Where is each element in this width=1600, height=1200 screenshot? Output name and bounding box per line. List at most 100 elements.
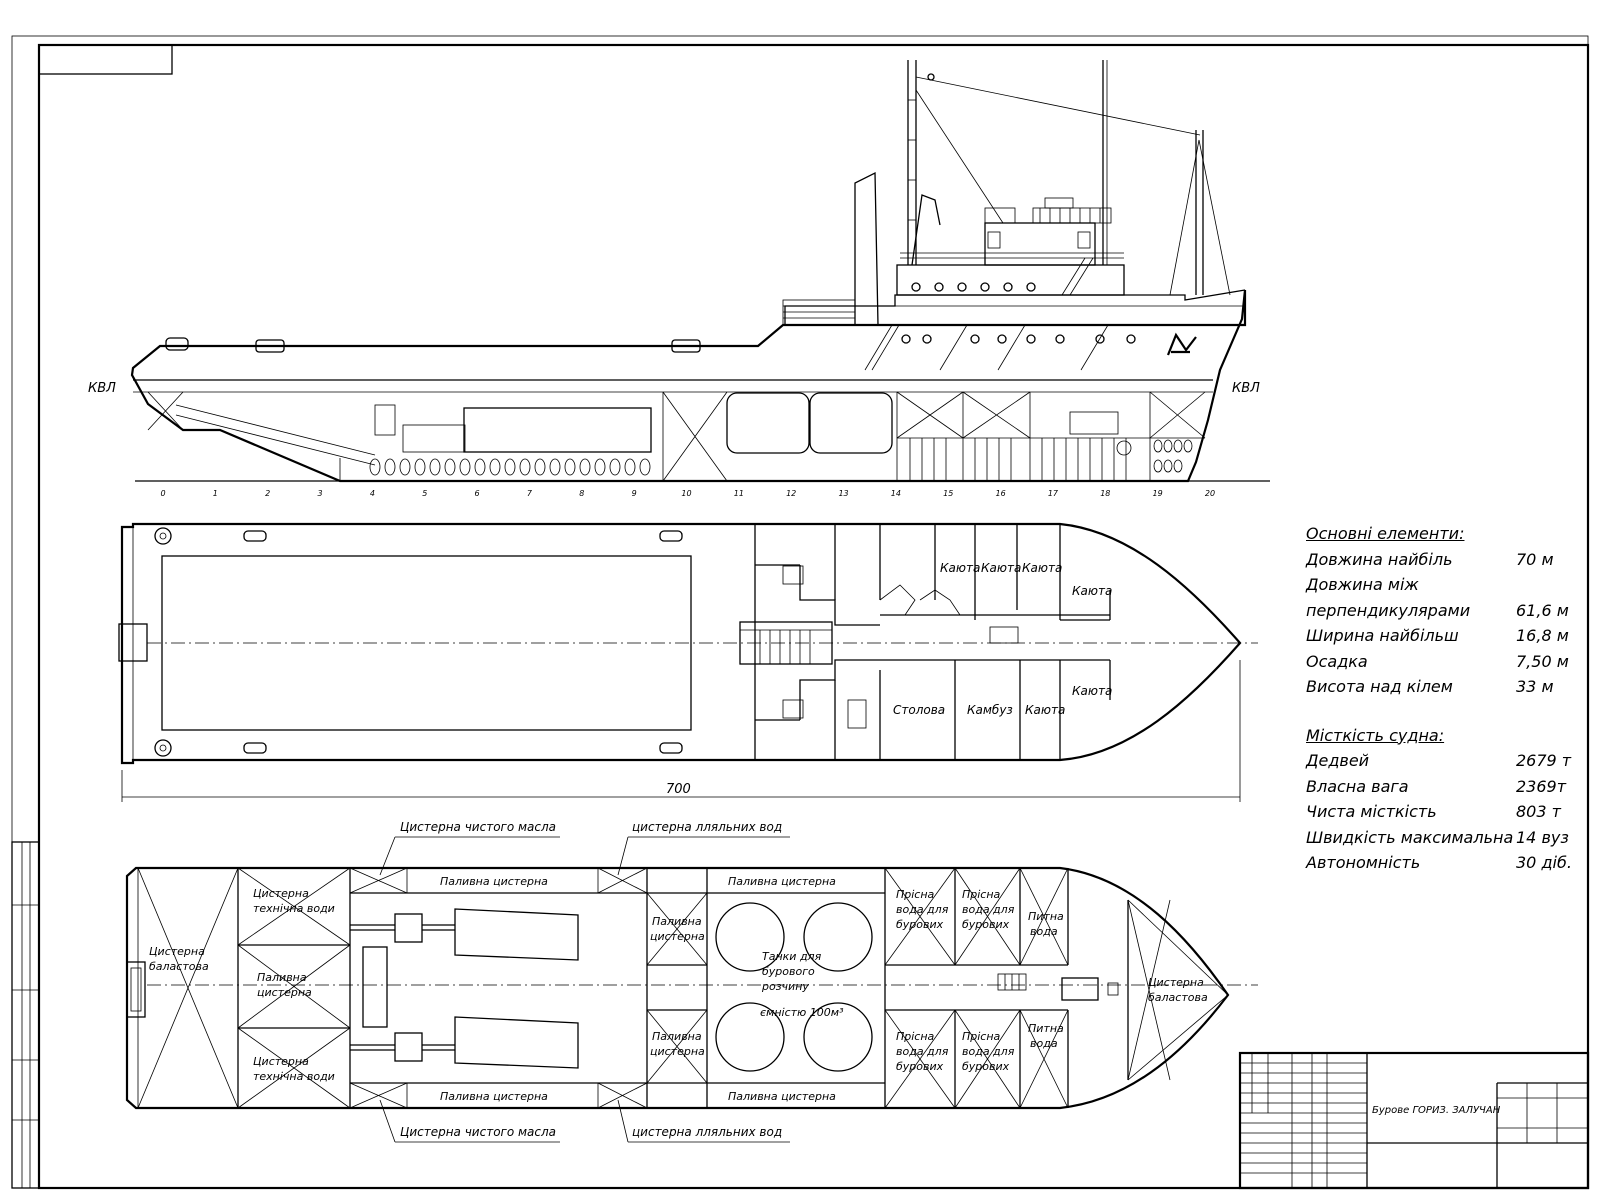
room-kauta-6: Каюта: [1025, 703, 1065, 717]
spec-value: [1516, 572, 1586, 598]
fuel-mid-label-1: Паливна: [257, 971, 307, 984]
fresh-drill-top-a-label-2: вода для: [896, 903, 949, 916]
waterline-label-right: КВЛ: [1232, 381, 1260, 396]
spec-value: 2369т: [1516, 776, 1567, 796]
spec-label: Довжина між: [1306, 575, 1419, 594]
spec-value: 70 м: [1516, 549, 1554, 569]
room-kauta-1: Каюта: [940, 561, 980, 575]
spec-value: 2679 т: [1516, 751, 1572, 770]
spec-label: Висота над кілем: [1306, 677, 1453, 696]
ballast-bow-label-2: баластова: [1148, 991, 1208, 1004]
fresh-drill-bot-a-label-1: Прісна: [896, 1030, 935, 1043]
fresh-drill-bot-b-label-2: вода для: [962, 1045, 1015, 1058]
frame-number: 14: [891, 489, 901, 498]
spec-value: 30 діб.: [1516, 853, 1572, 872]
portholes: [901, 282, 1136, 344]
drink-water-bot-label-1: Питна: [1028, 1022, 1064, 1035]
fuel-small-top-label-2: цистерна: [650, 930, 705, 943]
fuel-small-bot-label-2: цистерна: [650, 1045, 705, 1058]
drill-mud-tanks-label-2: бурового: [762, 965, 815, 978]
drink-water-bot-label-2: вода: [1030, 1037, 1058, 1050]
fresh-drill-top-a-label-3: бурових: [896, 918, 944, 931]
fuel-tank-top-1-label: Паливна цистерна: [440, 875, 548, 888]
fuel-tank-bot-1-label: Паливна цистерна: [440, 1090, 548, 1103]
clean-oil-tank-bottom-label: Цистерна чистого масла: [400, 1125, 556, 1139]
spec-value: 803 т: [1516, 802, 1561, 821]
tank-plan-view: Цистерна чистого масла цистерна лляльних…: [125, 820, 1258, 1143]
waste-water-tank-bottom-label: цистерна лляльних вод: [632, 1125, 782, 1139]
spec-label: Ширина найбільш: [1306, 626, 1459, 645]
accommodation-block: [739, 524, 1111, 760]
frame-number: 9: [632, 489, 637, 498]
fresh-drill-bot-b-label-3: бурових: [962, 1060, 1010, 1073]
fuel-small-bot-label-1: Паливна: [652, 1030, 702, 1043]
bottom-tank-cells: [369, 439, 1193, 476]
frame-number: 6: [475, 489, 480, 498]
spec-value: 33 м: [1516, 677, 1554, 696]
tech-water-bot-label-2: технічна води: [253, 1070, 335, 1083]
fresh-drill-bot-a-label-2: вода для: [896, 1045, 949, 1058]
spec-row: Висота над кілем 33 м: [1306, 674, 1586, 700]
spec-label: Швидкість максимальна: [1306, 827, 1514, 847]
tank-hatch-diagonals: [137, 867, 1229, 1109]
frame-number: 17: [1048, 489, 1059, 498]
tech-water-top-label-1: Цистерна: [253, 887, 309, 900]
spec-label: Власна вага: [1306, 776, 1409, 796]
bulkheads-side: [147, 391, 1206, 482]
room-kauta-5: Каюта: [1072, 684, 1112, 698]
tech-water-bot-label-1: Цистерна: [253, 1055, 309, 1068]
fresh-drill-top-a-label-1: Прісна: [896, 888, 935, 901]
frame-number: 19: [1153, 489, 1163, 498]
frame-number: 18: [1100, 489, 1110, 498]
frame-number: 16: [996, 489, 1006, 498]
frame-number: 15: [943, 489, 953, 498]
spec-value: 16,8 м: [1516, 626, 1569, 645]
drill-mud-tanks-label-3: розчину: [761, 980, 809, 993]
fresh-drill-top-b-label-2: вода для: [962, 903, 1015, 916]
clean-oil-tank-top-label: Цистерна чистого масла: [400, 820, 556, 834]
frame-number: 11: [734, 489, 744, 498]
spec-label: Автономність: [1306, 853, 1421, 872]
drill-mud-tanks-label-1: Танки для: [762, 950, 822, 963]
fresh-drill-bot-b-label-1: Прісна: [962, 1030, 1001, 1043]
spec-row: Чиста місткість 803 т: [1306, 799, 1586, 825]
frame-number: 12: [786, 489, 796, 498]
fuel-tank-top-2-label: Паливна цистерна: [728, 875, 836, 888]
deck-winches: [165, 337, 701, 353]
fuel-mid-label-2: цистерна: [257, 986, 312, 999]
spec-label: Чиста місткість: [1306, 802, 1437, 821]
drawing-frame: [11, 35, 1590, 1190]
spec-label: перпендикулярами: [1306, 600, 1471, 620]
frame-number: 13: [838, 489, 848, 498]
frame-number: 20: [1205, 489, 1215, 498]
spec-row: Довжина між: [1306, 572, 1586, 598]
drill-mud-tanks-label-4: ємністю 100м³: [760, 1006, 844, 1019]
waste-water-tank-top-label: цистерна лляльних вод: [632, 820, 782, 834]
frame-number: 10: [681, 489, 691, 498]
ballast-bow-label-1: Цистерна: [1148, 976, 1204, 989]
room-stolova: Столова: [893, 703, 945, 717]
frame-number: 5: [422, 489, 427, 498]
room-kauta-3: Каюта: [1022, 561, 1062, 575]
fresh-drill-top-b-label-3: бурових: [962, 918, 1010, 931]
spec-row: Автономність 30 діб.: [1306, 850, 1586, 876]
room-kambuz: Камбуз: [967, 703, 1013, 717]
ballast-aft-label-2: баластова: [149, 960, 209, 973]
frame-number: 3: [318, 489, 323, 498]
waterline-label-left: КВЛ: [88, 381, 116, 396]
spec-row: Власна вага 2369т: [1306, 774, 1586, 800]
drink-water-top-label-1: Питна: [1028, 910, 1064, 923]
fresh-drill-bot-a-label-3: бурових: [896, 1060, 944, 1073]
frame-number: 2: [265, 489, 270, 498]
